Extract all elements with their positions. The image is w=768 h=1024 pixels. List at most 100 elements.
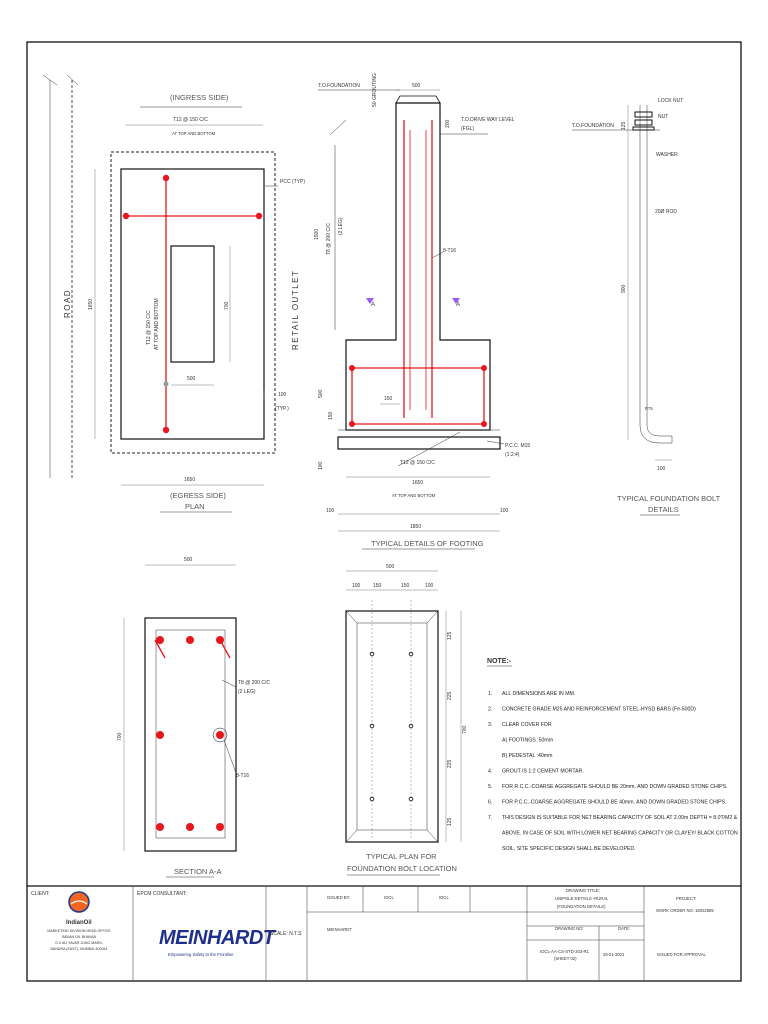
pcc-typ-label: PCC (TYP) [280,179,305,185]
bolt-rod: 20Ø ROD [655,209,677,215]
note-number: 5. [488,784,492,790]
footing-stirrups-legs: (2 LEG) [338,217,344,235]
bolt-plan-d100b: 100 [425,583,434,589]
title-block: CLIENT: IndianOil MARKETING DIVISION HEA… [27,885,741,981]
footing-bottom-bar: T12 @ 150 C/C [400,460,435,466]
drawing-title-1: UNIPOLE DETAILS -RURAL [555,896,609,901]
footing-dim-500-side: 500 [318,389,324,398]
note-text: FOR R.C.C.-COARSE AGGREGATE SHOULD BE 20… [502,784,728,790]
note-text: CLEAR COVER FOR [502,722,552,728]
meinhardt-tag: Empowering Safety to the Frontline [168,952,234,957]
plan-top-bar-note: AT TOP AND BOTTOM [172,131,216,136]
bolt-plan-dim-500: 500 [386,564,395,570]
bolt-nut: NUT [658,114,668,120]
client-address-line: BANDRA (EAST), MUMBAI 400051 [51,947,108,951]
drawing-no: IOCL-AA-CS-STD-203-R1 [540,949,590,954]
drawing-title-2: (FOUNDATION DETAILS) [557,904,606,909]
plan-typ: (TYP.) [275,406,289,412]
bolt-plan: 500 100 150 150 100 125 225 225 125 700 … [345,564,468,876]
footing-bars: 8-T16 [443,248,456,254]
meinhardt-cell: MEINHARDT [327,927,352,932]
bolt-title-2: DETAILS [648,505,679,514]
footing-dim-200: 200 [445,119,451,128]
notes-block: NOTE:- 1.ALL DIMENSIONS ARE IN MM.2.CONC… [487,658,738,852]
section-outline [144,617,237,852]
plan-top-bar-label: T12 @ 150 C/C [173,117,208,123]
retail-outlet-label: RETAIL OUTLET [291,270,300,350]
bolt-title-1: TYPICAL FOUNDATION BOLT [617,494,721,503]
note-text: B) PEDESTAL :40mm [502,753,552,759]
date-label: DATE: [618,926,630,931]
bolt-plan-d150b: 150 [401,583,410,589]
plan-dim-700: 700 [224,301,230,310]
footing-dim-100-l: 100 [326,508,335,514]
note-text: A) FOOTINGS :50mm [502,738,553,744]
client-address-line: INDIAN OIL BHAVAN [62,935,96,939]
road-line: ROAD [42,74,79,478]
iocl-cell-1: IOCL [384,895,394,900]
bolt-plan-v225b: 225 [447,759,453,768]
section-aa: 500 T8 @ 200 C/C (2 LEG) 8-T16 700 SECTI… [117,557,270,878]
bolt-dim-100: 100 [657,466,666,472]
bolt-plan-v700: 700 [462,725,468,734]
road-label: ROAD [63,289,72,318]
section-legs: (2 LEG) [238,689,256,695]
client-address: MARKETING DIVISION HEAD OFFICE INDIAN OIL… [47,929,111,951]
marker-a-left: A [371,302,375,308]
foundation-bolt: LOCK NUT NUT T.O.FOUNDATION WASHER 20Ø R… [572,98,721,516]
footing-dim-150-b: 150 [384,396,393,402]
project-label: PROJECT: [676,896,696,901]
footing-outline [120,168,265,440]
client-logo-text: IndianOil [66,920,92,926]
bolt-dim-900: 900 [621,284,627,293]
note-number: 2. [488,707,492,713]
footing-stirrups: T8 @ 200 C/C [326,223,332,255]
note-text: GROUT IS 1:2 CEMENT MORTAR. [502,769,584,775]
issue-date: 25-01-2021 [603,952,625,957]
egress-side-label: (EGRESS SIDE) [170,491,226,500]
issued-by-label: ISSUED BY: [327,895,350,900]
client-address-line: MARKETING DIVISION HEAD OFFICE [47,929,111,933]
marker-a-right: A [456,302,460,308]
bolt-dim-125: 125 [621,121,627,130]
footing-title: TYPICAL DETAILS OF FOOTING [371,539,484,548]
iocl-cell-2: IOCL [439,895,449,900]
note-number: 3. [488,722,492,728]
drawing-no-label: DRAWING NO: [555,926,584,931]
work-order: WORK ORDER NO: 18022585 [656,908,714,913]
footing-dim-1500: 1500 [314,229,320,240]
bolt-washer: WASHER [656,152,678,158]
footing-to-foundation: T.O.FOUNDATION [318,83,360,89]
footing-driveway: T.O.DRIVE WAY LEVEL [461,117,515,123]
sheet-no: (SHEET 02) [554,956,577,961]
plan-vert-bar-note: AT TOP AND BOTTOM [154,298,160,350]
bolt-plan-v125: 125 [447,631,453,640]
pedestal-outline [170,245,215,363]
footing-dim-100: 100 [318,461,324,470]
bolt-dim-r75: R75 [645,406,653,411]
plan-view: (INGRESS SIDE) T12 @ 150 C/C AT TOP AND … [88,93,305,513]
issue-status: ISSUED FOR APPROVAL [657,952,706,957]
bolt-lock-nut: LOCK NUT [658,98,683,104]
bolt-plan-v125b: 125 [447,817,453,826]
plan-dim-1650-h: 1650 [184,477,195,483]
drawing-title-label: DRAWING TITLE: [566,888,600,893]
client-label: CLIENT: [31,891,50,897]
ingress-side-label: (INGRESS SIDE) [170,93,229,102]
bolt-to-foundation: T.O.FOUNDATION [572,123,614,129]
plan-dim-100: 100 [278,392,287,398]
section-dim-700: 700 [117,732,123,741]
plan-title: PLAN [185,502,205,511]
plan-dim-1650-v: 1650 [88,299,94,310]
note-text: SOIL, SITE SPECIFIC DESIGN SHALL BE DEVE… [502,846,636,852]
notes-list: 1.ALL DIMENSIONS ARE IN MM.2.CONCRETE GR… [488,691,738,852]
note-text: FOR P.C.C.-COARSE AGGREGATE SHOULD BE 40… [502,800,727,806]
note-text: ALL DIMENSIONS ARE IN MM. [502,691,575,697]
bolt-plan-title-2: FOUNDATION BOLT LOCATION [347,864,457,873]
footing-dim-1650: 1650 [412,480,423,486]
note-number: 7. [488,815,492,821]
sheet-border [26,41,742,982]
footing-dim-100-r: 100 [500,508,509,514]
note-number: 6. [488,800,492,806]
